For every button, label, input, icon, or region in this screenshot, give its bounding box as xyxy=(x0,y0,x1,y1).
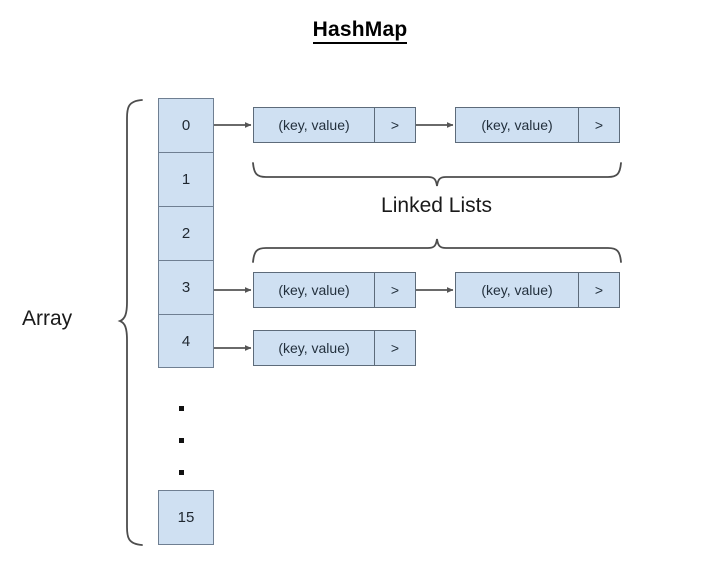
ellipsis-dot-1 xyxy=(179,406,184,411)
ellipsis-dot-3 xyxy=(179,470,184,475)
chain0-node-1[interactable]: (key, value) > xyxy=(253,107,416,143)
array-bucket-15[interactable]: 15 xyxy=(158,490,214,545)
chain0-node-1-keyvalue: (key, value) xyxy=(254,108,375,142)
page-title: HashMap xyxy=(0,18,720,44)
array-bucket-0[interactable]: 0 xyxy=(158,98,214,152)
chain4-node-1[interactable]: (key, value) > xyxy=(253,330,416,366)
chain0-node-2-next-pointer: > xyxy=(594,117,604,133)
linked-lists-label: Linked Lists xyxy=(381,194,492,217)
chain3-node-2-next-pointer: > xyxy=(594,282,604,298)
chain0-node-2-keyvalue: (key, value) xyxy=(456,108,579,142)
page-title-text: HashMap xyxy=(312,18,408,44)
array-bucket-1-label: 1 xyxy=(181,171,191,188)
array-bucket-3-label: 3 xyxy=(181,279,191,296)
ellipsis-dot-2 xyxy=(179,438,184,443)
chain0-node-1-next-pointer: > xyxy=(390,117,400,133)
linked-lists-brace-top xyxy=(252,162,622,187)
array-bucket-15-label: 15 xyxy=(177,509,195,526)
array-bucket-0-label: 0 xyxy=(181,117,191,134)
array-column: 0 1 2 3 4 xyxy=(158,98,214,368)
chain3-node-2[interactable]: (key, value) > xyxy=(455,272,620,308)
chain4-node-1-next-pointer: > xyxy=(390,340,400,356)
chain4-node-1-keyvalue: (key, value) xyxy=(254,331,375,365)
array-label: Array xyxy=(22,307,73,330)
array-brace xyxy=(117,99,143,546)
array-bucket-2[interactable]: 2 xyxy=(158,206,214,260)
chain3-node-1-next-pointer: > xyxy=(390,282,400,298)
array-bucket-1[interactable]: 1 xyxy=(158,152,214,206)
array-bucket-4-label: 4 xyxy=(181,332,191,350)
linked-lists-brace-bottom xyxy=(252,238,622,263)
array-bucket-2-label: 2 xyxy=(181,225,191,242)
array-bucket-3[interactable]: 3 xyxy=(158,260,214,314)
chain3-node-2-keyvalue: (key, value) xyxy=(456,273,579,307)
chain0-node-2[interactable]: (key, value) > xyxy=(455,107,620,143)
chain3-node-1-keyvalue: (key, value) xyxy=(254,273,375,307)
array-bucket-4[interactable]: 4 xyxy=(158,314,214,368)
array-ellipsis xyxy=(158,396,214,486)
chain3-node-1[interactable]: (key, value) > xyxy=(253,272,416,308)
